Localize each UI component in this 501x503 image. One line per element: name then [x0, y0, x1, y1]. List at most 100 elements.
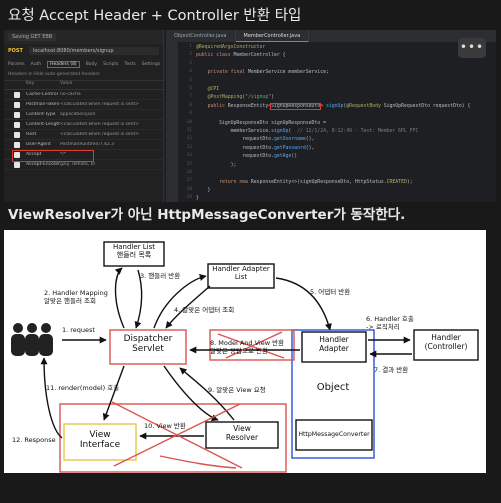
step-12-label: 12. Response: [12, 436, 56, 444]
header-value: <calculated when request is sent>: [60, 102, 140, 107]
col-value: Value: [60, 81, 73, 86]
view-interface-box: [63, 423, 137, 461]
ide-tab-member-controller[interactable]: MemberController.java: [235, 30, 310, 42]
header-checkbox[interactable]: [14, 151, 20, 158]
ide-tab-object-controller[interactable]: ObjectController.java: [166, 30, 236, 42]
line-number: 18: [186, 186, 192, 192]
object-box: [291, 329, 375, 459]
line-number: 5: [189, 77, 192, 83]
more-options-button[interactable]: •••: [458, 38, 486, 58]
header-key: Postman-Token: [26, 102, 60, 107]
header-key: Host: [26, 132, 37, 137]
line-number: 13: [186, 144, 192, 150]
line-number: 3: [189, 60, 192, 66]
postman-topbar: Saving GET EBB: [4, 30, 163, 44]
header-key: Content-Length: [26, 122, 60, 127]
header-key: User-Agent: [26, 142, 51, 147]
postman-panel: Saving GET EBB POST localhost:8080/membe…: [4, 30, 164, 202]
header-checkbox[interactable]: [14, 111, 20, 118]
header-value: no-cache: [60, 92, 81, 97]
request-url-input[interactable]: localhost:8080/members/signup: [28, 47, 159, 55]
page-title: 요청 Accept Header + Controller 반환 타입: [8, 8, 302, 24]
ide-tabs: ObjectController.java MemberController.j…: [166, 30, 496, 42]
header-row[interactable]: Host <calculated when request is sent>: [4, 130, 163, 140]
line-number: 7: [189, 94, 192, 100]
header-checkbox[interactable]: [14, 141, 20, 148]
header-checkbox[interactable]: [14, 101, 20, 108]
tab-headers[interactable]: Headers (8): [47, 60, 80, 68]
header-checkbox[interactable]: [14, 91, 20, 98]
object-label: Object: [316, 382, 350, 393]
code-editor[interactable]: @RequiredArgsConstructor public class Me…: [196, 45, 471, 202]
header-value: <calculated when request is sent>: [60, 132, 140, 137]
line-number: 6: [189, 86, 192, 91]
step-9-label: 9. 알맞은 View 요청: [208, 386, 266, 394]
http-message-converter-box: [295, 419, 373, 451]
handler-adapter-box: [301, 331, 367, 363]
step-6-label: 6. Handler 호출-> 로직처리: [366, 315, 414, 331]
step-7-label: 7. 결과 반환: [374, 366, 409, 374]
line-number: 8: [189, 102, 192, 108]
header-checkbox[interactable]: [14, 161, 20, 168]
header-row[interactable]: User-Agent PostmanRuntime/7.42.3: [4, 140, 163, 150]
handler-list-box: [103, 241, 165, 267]
line-number: 2: [189, 52, 192, 58]
line-number: 1: [189, 44, 192, 49]
line-number: 17: [186, 178, 192, 184]
tab-auth[interactable]: Auth: [30, 61, 42, 67]
http-method-select[interactable]: POST: [8, 48, 23, 54]
tab-settings[interactable]: Settings: [141, 61, 161, 67]
header-row[interactable]: Postman-Token<calculated when request is…: [4, 100, 163, 110]
headers-subbar: Headers ⊘ Hide auto-generated headers: [8, 72, 100, 77]
header-value: <calculated when request is sent>: [60, 122, 140, 127]
ide-sidebar: [166, 42, 178, 202]
handler-box: [413, 329, 479, 361]
line-number: 11: [186, 128, 192, 133]
red-highlight-box: [59, 403, 287, 473]
postman-request-bar: POST localhost:8080/members/signup: [4, 44, 163, 58]
step-5-label: 5. 어댑터 반환: [310, 288, 351, 296]
line-number: 19: [186, 195, 192, 201]
col-key: Key: [26, 81, 35, 86]
step-3-label: 3. 핸들러 반환: [140, 272, 181, 280]
header-checkbox[interactable]: [14, 121, 20, 128]
tab-body[interactable]: Body: [85, 61, 98, 67]
header-value: application/json: [60, 112, 96, 117]
tab-scripts[interactable]: Scripts: [103, 61, 119, 67]
tab-tests[interactable]: Tests: [124, 61, 136, 67]
line-number: 10: [186, 119, 192, 125]
header-row[interactable]: Content-Length<calculated when request i…: [4, 120, 163, 130]
section-subtitle: ViewResolver가 아닌 HttpMessageConverter가 동…: [8, 207, 406, 223]
line-number: 12: [186, 136, 192, 142]
ide-panel: ObjectController.java MemberController.j…: [166, 30, 496, 202]
line-number: 15: [186, 161, 192, 167]
header-value: gzip, deflate, br: [60, 162, 96, 167]
step-4-label: 4. 알맞은 어댑터 조회: [174, 306, 235, 314]
headers-table-head: Key Value: [4, 80, 163, 90]
header-row-accept[interactable]: Accept */*: [4, 150, 163, 162]
tab-params[interactable]: Params: [8, 61, 25, 67]
handler-label: Handler(Controller): [424, 333, 468, 351]
postman-request-tabs: Params Auth Headers (8) Body Scripts Tes…: [4, 58, 163, 70]
handler-adapter-list-box: [207, 263, 275, 289]
line-number: 16: [186, 170, 192, 175]
header-checkbox[interactable]: [14, 131, 20, 138]
postman-request-tab[interactable]: Saving GET EBB: [8, 33, 57, 41]
line-number: 9: [189, 111, 192, 117]
user-icon: [11, 323, 53, 356]
http-message-converter-label: HttpMessageConverter: [298, 431, 370, 438]
model-and-view-highlight: [209, 329, 295, 361]
header-key: Accept: [26, 152, 42, 157]
header-value: */*: [60, 152, 67, 157]
header-value: PostmanRuntime/7.42.3: [60, 142, 115, 147]
